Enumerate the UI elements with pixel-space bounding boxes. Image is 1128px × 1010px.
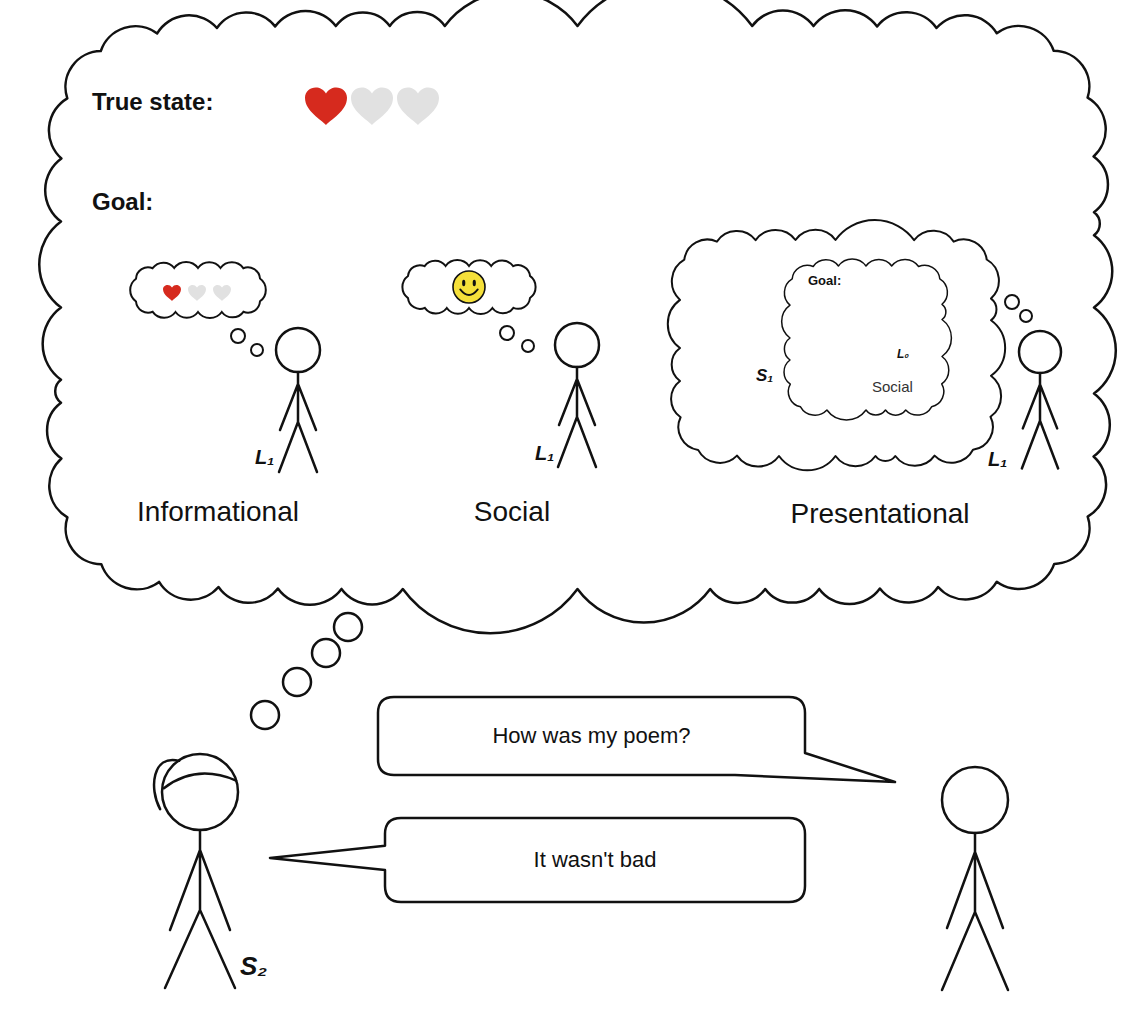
stick-figure [1019,331,1061,468]
thought-bubble-dot [251,344,263,356]
heart-icon [305,87,347,125]
thought-bubble-dot [312,639,340,667]
smiley-icon [453,271,485,303]
thought-bubble-dot [283,668,311,696]
figure-label: L₁ [988,448,1007,471]
thought-bubble-dot [522,340,534,352]
thought-bubble-dot [231,329,245,343]
cloud-text: L₀ [897,348,909,362]
speech-bubble-border [378,697,895,782]
thought-bubble-dot [251,701,279,729]
figure-label: S₂ [240,952,267,982]
female-stick-figure [154,754,238,988]
thought-bubble-dot [334,613,362,641]
speech-text: It wasn't bad [534,847,657,872]
speech-bubble: It wasn't bad [385,818,805,902]
cloud-text: Social [872,378,913,395]
nested-thought-cloud-border [668,220,1005,470]
heart-icon [188,285,206,301]
thought-cloud [402,260,535,314]
heart-icon [397,87,439,125]
cloud-text: S₁ [756,366,773,386]
thought-bubble-dot [500,326,514,340]
nested-thought-cloud: S₁ Goal: L₀ Social [668,228,1003,468]
speech-bubble: How was my poem? [378,697,805,775]
column-caption: Informational [137,496,299,528]
stick-figure [942,767,1008,990]
thought-cloud [130,262,266,318]
cloud-text: Goal: [92,188,153,216]
speech-bubble-border [270,818,805,902]
heart-icon [163,285,181,301]
figure-label: L₁ [535,442,554,465]
heart-icon [351,87,393,125]
cloud-text: Goal: [808,274,841,289]
inner-thought-cloud-border [782,259,952,420]
inner-thought-cloud: Goal: L₀ Social [782,258,950,418]
stick-figure [276,328,320,472]
column-caption: Presentational [790,498,969,530]
column-caption: Social [474,496,550,528]
nested-thought-cloud-outline [668,228,1003,468]
heart-icon [213,285,231,301]
thought-cloud-border [39,0,1116,633]
inner-thought-cloud-outline [782,258,950,418]
thought-bubble-dot [1005,295,1019,309]
figure-label: L₁ [255,446,274,469]
cloud-text: True state: [92,88,213,116]
speech-text: How was my poem? [492,723,690,748]
stick-figure [555,323,599,467]
thought-bubble-dot [1020,310,1032,322]
